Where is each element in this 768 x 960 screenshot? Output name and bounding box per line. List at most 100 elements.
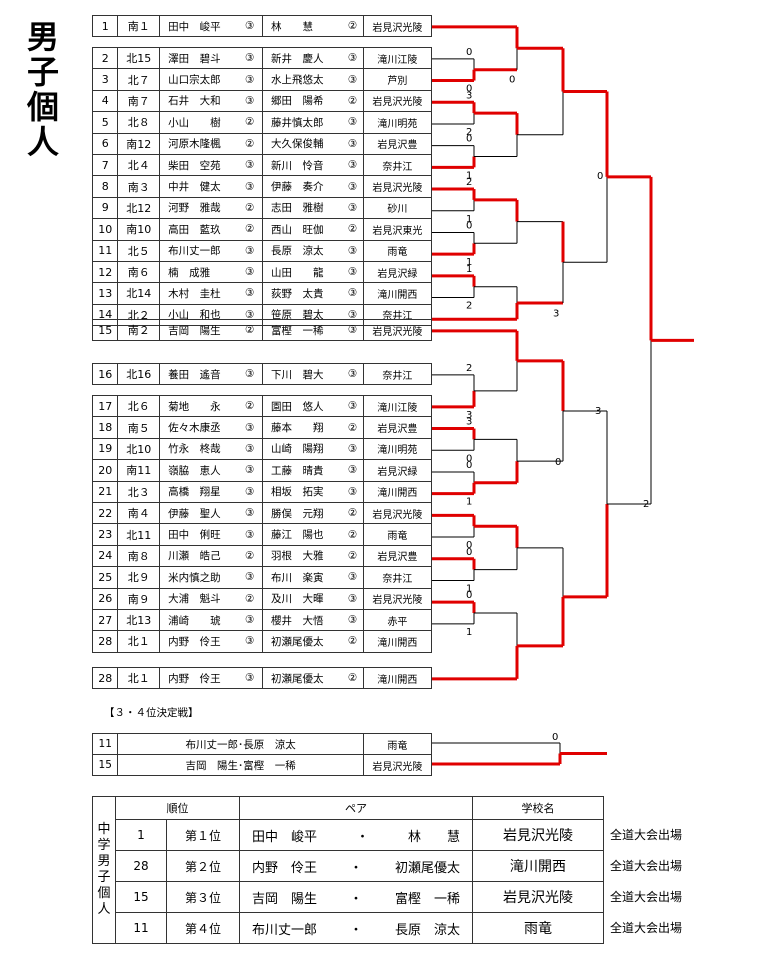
seed-label: 北10 [117, 437, 161, 461]
school-header: 学校名 [472, 796, 604, 820]
seed-label: 南７ [117, 89, 161, 113]
player-2-name: 郷田 陽希 [261, 89, 343, 113]
match-score: 0 [466, 460, 472, 471]
seed-label: 北３ [117, 480, 161, 503]
school-name: 奈井江 [362, 362, 433, 386]
match-score: 0 [466, 84, 472, 95]
player-2-name: 水上飛悠太 [261, 68, 343, 91]
results-table: 中 学 男 子 個 人 順位 ペア 学校名 1 第１位 田中 峻平・林 慧 岩見… [92, 796, 604, 944]
school-name: 滝川江陵 [362, 46, 433, 70]
match-score: 1 [466, 264, 472, 275]
entry-number: 23 [91, 523, 119, 546]
player-2-name: 藤江 陽也 [261, 523, 343, 546]
match-score: 3 [553, 308, 559, 319]
rank: 第４位 [166, 912, 240, 944]
school-name: 岩見沢光陵 [472, 819, 604, 851]
entry-number: 22 [91, 501, 119, 525]
rank: 第１位 [166, 819, 240, 851]
school-name: 滝川開西 [472, 850, 604, 882]
player-2-name: 大久保俊輔 [261, 132, 343, 155]
table-row: 11 布川丈一郎･長原 涼太 雨竜 [91, 733, 433, 755]
entry-number: 24 [91, 544, 119, 568]
player-1-name: 養田 遙音 [159, 362, 238, 386]
seed-label: 北１ [117, 666, 161, 690]
third-place-heading: 【３・４位決定戦】 [104, 707, 199, 719]
seed-label: 北15 [117, 46, 161, 70]
entry-number: 11 [91, 733, 119, 755]
match-score: 1 [466, 583, 472, 594]
player-2-name: 園田 悠人 [261, 394, 343, 418]
entry-number: 15 [91, 318, 119, 342]
third-place-table: 11 布川丈一郎･長原 涼太 雨竜 15 吉岡 陽生･富樫 一稀 岩見沢光陵 [91, 733, 433, 776]
qualification-note: 全道大会出場 [610, 890, 683, 904]
player-1-name: 内野 伶王 [159, 666, 238, 690]
entry-number: 28 [91, 666, 119, 690]
entry-number: 13 [91, 282, 119, 305]
rank-header: 順位 [115, 796, 240, 820]
player-2-name: 及川 大暉 [261, 587, 343, 610]
match-score: 1 [466, 214, 472, 225]
seed-label: 南５ [117, 416, 161, 439]
entry-number: 17 [91, 394, 119, 418]
school-name: 岩見沢光陵 [362, 318, 433, 342]
player-1-name: 内野 伶王 [159, 630, 238, 653]
pair: 布川丈一郎・長原 涼太 [239, 912, 473, 944]
seed-label: 北12 [117, 196, 161, 220]
player-1-name: 田中 峻平 [159, 14, 238, 38]
table-header-row: 中 学 男 子 個 人 順位 ペア 学校名 [92, 796, 604, 944]
match-score: 0 [466, 220, 472, 231]
seed-label: 南６ [117, 260, 161, 284]
page-title: 男 子 個 人 [26, 18, 59, 161]
school-name: 滝川江陵 [362, 394, 433, 418]
match-score: 0 [466, 590, 472, 601]
entry-number: 11 [91, 239, 119, 262]
entry-number: 1 [91, 14, 119, 38]
match-score: 3 [466, 410, 472, 421]
seed-label: 南８ [117, 544, 161, 568]
school-name: 岩見沢光陵 [362, 14, 433, 38]
player-1-name: 伊藤 聖人 [159, 501, 238, 525]
player-2-name: 初瀬尾優太 [261, 630, 343, 653]
pair-header: ペア [239, 796, 473, 820]
match-score: 0 [555, 457, 561, 468]
player-1-name: 佐々木康丞 [159, 416, 238, 439]
player-2-name: 初瀬尾優太 [261, 666, 343, 690]
pair: 田中 峻平・林 慧 [239, 819, 473, 851]
rank: 第２位 [166, 850, 240, 882]
match-score: 0 [466, 547, 472, 558]
player-2-name: 勝俣 元翔 [261, 501, 343, 525]
tournament-bracket: 00320121011203023300100101302 [432, 25, 694, 681]
match-score: 2 [466, 301, 472, 312]
table-row: 11 第４位 布川丈一郎・長原 涼太 雨竜 [93, 912, 604, 944]
entry-number: 18 [91, 416, 119, 439]
player-1-name: 布川丈一郎 [159, 239, 238, 262]
qualification-note: 全道大会出場 [610, 921, 683, 935]
seed-label: 南１ [117, 14, 161, 38]
seed-label: 北１ [117, 630, 161, 653]
match-score: 2 [466, 363, 472, 374]
entry-number: 28 [115, 850, 167, 882]
entry-number: 6 [91, 132, 119, 155]
table-row: 1 第１位 田中 峻平・林 慧 岩見沢光陵 [93, 819, 604, 851]
match-score: 0 [466, 540, 472, 551]
player-1-name: 小山 樹 [159, 111, 238, 134]
match-score: 0 [466, 134, 472, 145]
entry-number: 11 [115, 912, 167, 944]
seed-label: 北５ [117, 239, 161, 262]
